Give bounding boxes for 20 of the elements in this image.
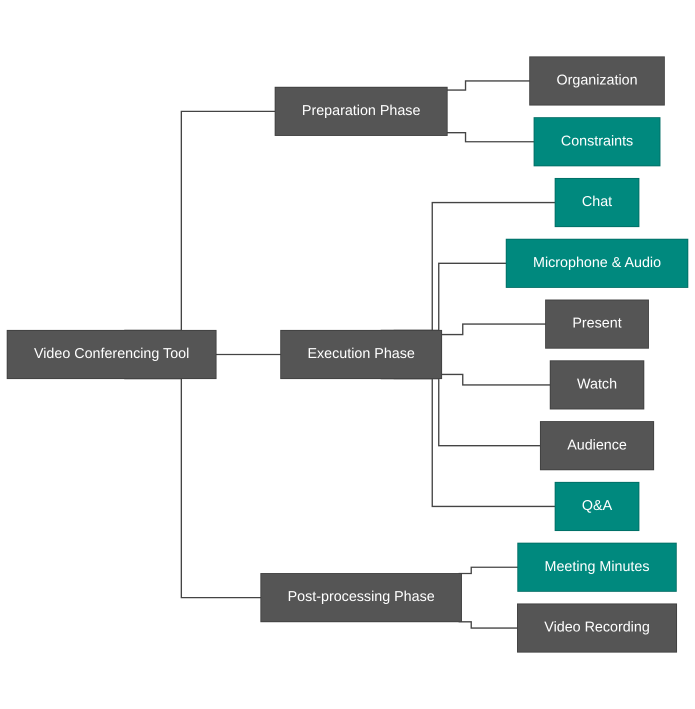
node-box: Microphone & Audio	[506, 238, 688, 288]
node-box: Execution Phase	[280, 330, 442, 380]
node-box: Audience	[540, 421, 654, 470]
connector	[442, 374, 550, 386]
node-box: Organization	[529, 56, 665, 106]
node-box: Q&A	[554, 482, 640, 532]
connector	[447, 132, 534, 142]
node-box: Preparation Phase	[274, 86, 448, 136]
connector	[447, 80, 530, 91]
node-box: Video Conferencing Tool	[6, 330, 217, 380]
node-box: Meeting Minutes	[517, 542, 677, 592]
connector	[458, 621, 518, 629]
node-box: Constraints	[534, 117, 660, 166]
node-box: Watch	[550, 360, 644, 410]
node-box: Chat	[554, 178, 640, 228]
node-box: Post-processing Phase	[260, 573, 462, 622]
node-box: Present	[545, 300, 649, 349]
connector	[442, 323, 546, 336]
node-box: Video Recording	[517, 603, 678, 653]
connector	[216, 354, 281, 356]
